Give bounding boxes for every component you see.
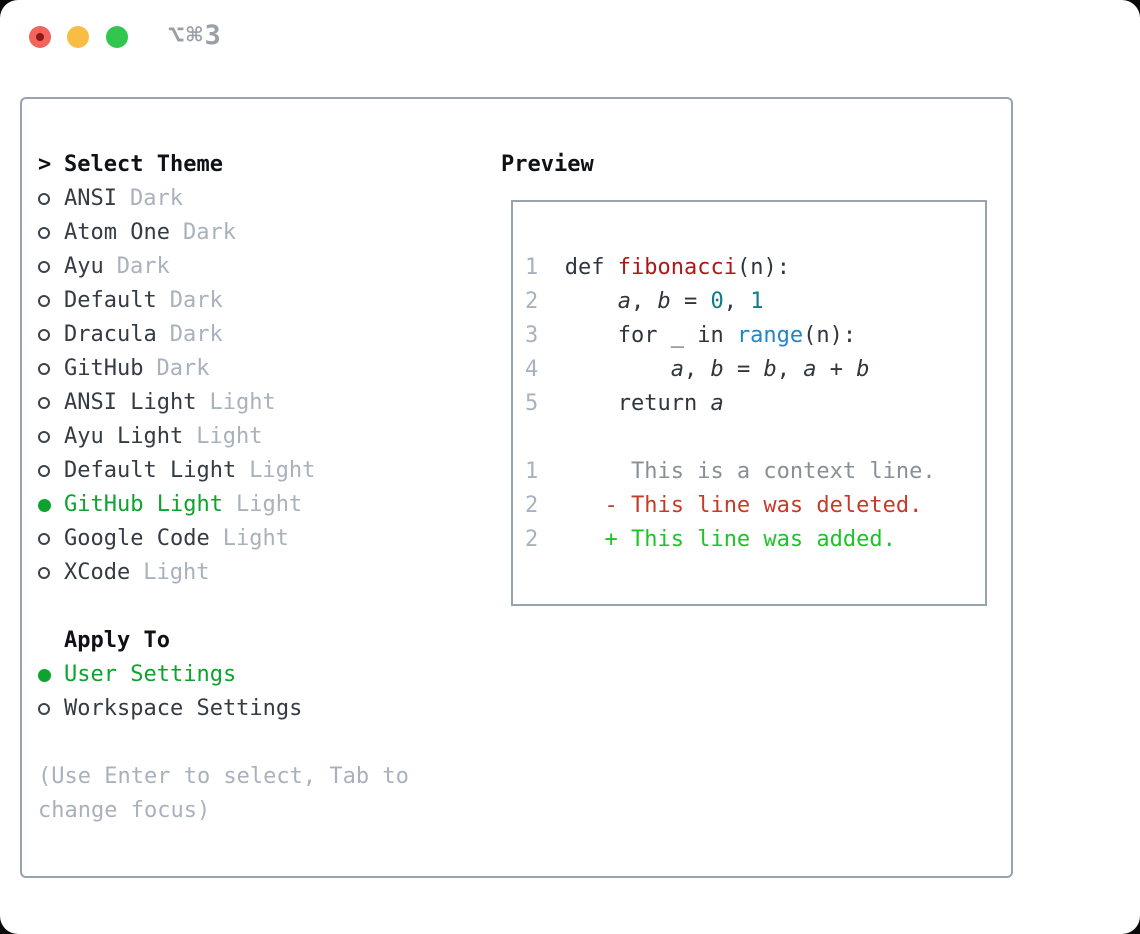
radio-circle-icon xyxy=(38,567,64,579)
preview-line: 3 for _ in range(n): xyxy=(525,323,857,348)
spacer xyxy=(38,590,478,624)
variant-label: Light xyxy=(249,458,316,483)
selected-dot-icon xyxy=(38,668,64,682)
select-theme-title: Select Theme xyxy=(64,152,223,177)
variant-label: Light xyxy=(196,424,263,449)
option-label: Atom One xyxy=(64,220,170,245)
variant-label: Dark xyxy=(156,356,210,381)
preview-line: 4 a, b = b, a + b xyxy=(525,357,870,382)
variant-label: Light xyxy=(209,390,276,415)
radio-circle-icon xyxy=(38,431,64,443)
theme-option-default-light[interactable]: Default Light Light xyxy=(38,454,478,488)
option-label: ANSI Light xyxy=(64,390,197,415)
radio-circle-icon xyxy=(38,465,64,477)
selected-dot-icon xyxy=(38,498,64,512)
hint-line: change focus) xyxy=(38,798,211,823)
theme-option-default[interactable]: Default Dark xyxy=(38,284,478,318)
option-label: Ayu Light xyxy=(64,424,184,449)
radio-circle-icon xyxy=(38,703,64,715)
option-label: Default Light xyxy=(64,458,237,483)
preview-box: 1 def fibonacci(n): 2 a, b = 0, 1 3 for _ … xyxy=(511,200,987,606)
hint-line: (Use Enter to select, Tab to xyxy=(38,764,409,789)
radio-circle-icon xyxy=(38,295,64,307)
option-label: Workspace Settings xyxy=(64,696,303,721)
option-label: ANSI xyxy=(64,186,117,211)
variant-label: Dark xyxy=(169,322,223,347)
option-label: Dracula xyxy=(64,322,157,347)
preview-line: 1 def fibonacci(n): xyxy=(525,255,790,280)
option-label: Ayu xyxy=(64,254,104,279)
apply-to-title: Apply To xyxy=(64,628,170,653)
preview-title: Preview xyxy=(501,152,594,177)
minimize-button[interactable] xyxy=(67,26,89,48)
zoom-button[interactable] xyxy=(106,26,128,48)
caret-icon: > xyxy=(38,152,52,177)
preview-line: 5 return a xyxy=(525,391,724,416)
preview-line: 2 a, b = 0, 1 xyxy=(525,289,764,314)
close-button[interactable] xyxy=(29,26,51,48)
window-title: ⌥⌘3 xyxy=(168,20,223,51)
preview-line: 1 This is a context line. xyxy=(525,459,936,484)
theme-option-ansi[interactable]: ANSI Dark xyxy=(38,182,478,216)
theme-option-xcode[interactable]: XCode Light xyxy=(38,556,478,590)
spacer xyxy=(38,726,478,760)
option-label: XCode xyxy=(64,560,131,585)
preview-line: 2 + This line was added. xyxy=(525,527,896,552)
theme-option-atom-one[interactable]: Atom One Dark xyxy=(38,216,478,250)
radio-circle-icon xyxy=(38,363,64,375)
option-label: Default xyxy=(64,288,157,313)
select-theme-header: > Select Theme xyxy=(38,148,478,182)
option-label: Google Code xyxy=(64,526,210,551)
radio-circle-icon xyxy=(38,193,64,205)
apply-to-header: Apply To xyxy=(38,624,478,658)
apply-option-user-settings[interactable]: User Settings xyxy=(38,658,478,692)
variant-label: Light xyxy=(235,492,303,517)
theme-option-ayu-light[interactable]: Ayu Light Light xyxy=(38,420,478,454)
radio-circle-icon xyxy=(38,533,64,545)
variant-label: Dark xyxy=(116,254,170,279)
variant-label: Dark xyxy=(182,220,236,245)
option-label: User Settings xyxy=(64,662,237,687)
theme-option-github-light[interactable]: GitHub Light Light xyxy=(38,488,478,522)
option-label: GitHub Light xyxy=(64,492,223,517)
variant-label: Light xyxy=(143,560,210,585)
variant-label: Dark xyxy=(129,186,183,211)
theme-option-ansi-light[interactable]: ANSI Light Light xyxy=(38,386,478,420)
option-label: GitHub xyxy=(64,356,144,381)
radio-circle-icon xyxy=(38,329,64,341)
apply-option-workspace-settings[interactable]: Workspace Settings xyxy=(38,692,478,726)
preview-line: 2 - This line was deleted. xyxy=(525,493,923,518)
theme-option-github[interactable]: GitHub Dark xyxy=(38,352,478,386)
theme-option-google-code[interactable]: Google Code Light xyxy=(38,522,478,556)
variant-label: Dark xyxy=(169,288,223,313)
keyboard-hint: (Use Enter to select, Tab to change focus… xyxy=(38,760,478,828)
radio-circle-icon xyxy=(38,261,64,273)
radio-circle-icon xyxy=(38,227,64,239)
theme-option-dracula[interactable]: Dracula Dark xyxy=(38,318,478,352)
theme-option-ayu[interactable]: Ayu Dark xyxy=(38,250,478,284)
radio-circle-icon xyxy=(38,397,64,409)
preview-line xyxy=(525,421,977,455)
variant-label: Light xyxy=(222,526,289,551)
